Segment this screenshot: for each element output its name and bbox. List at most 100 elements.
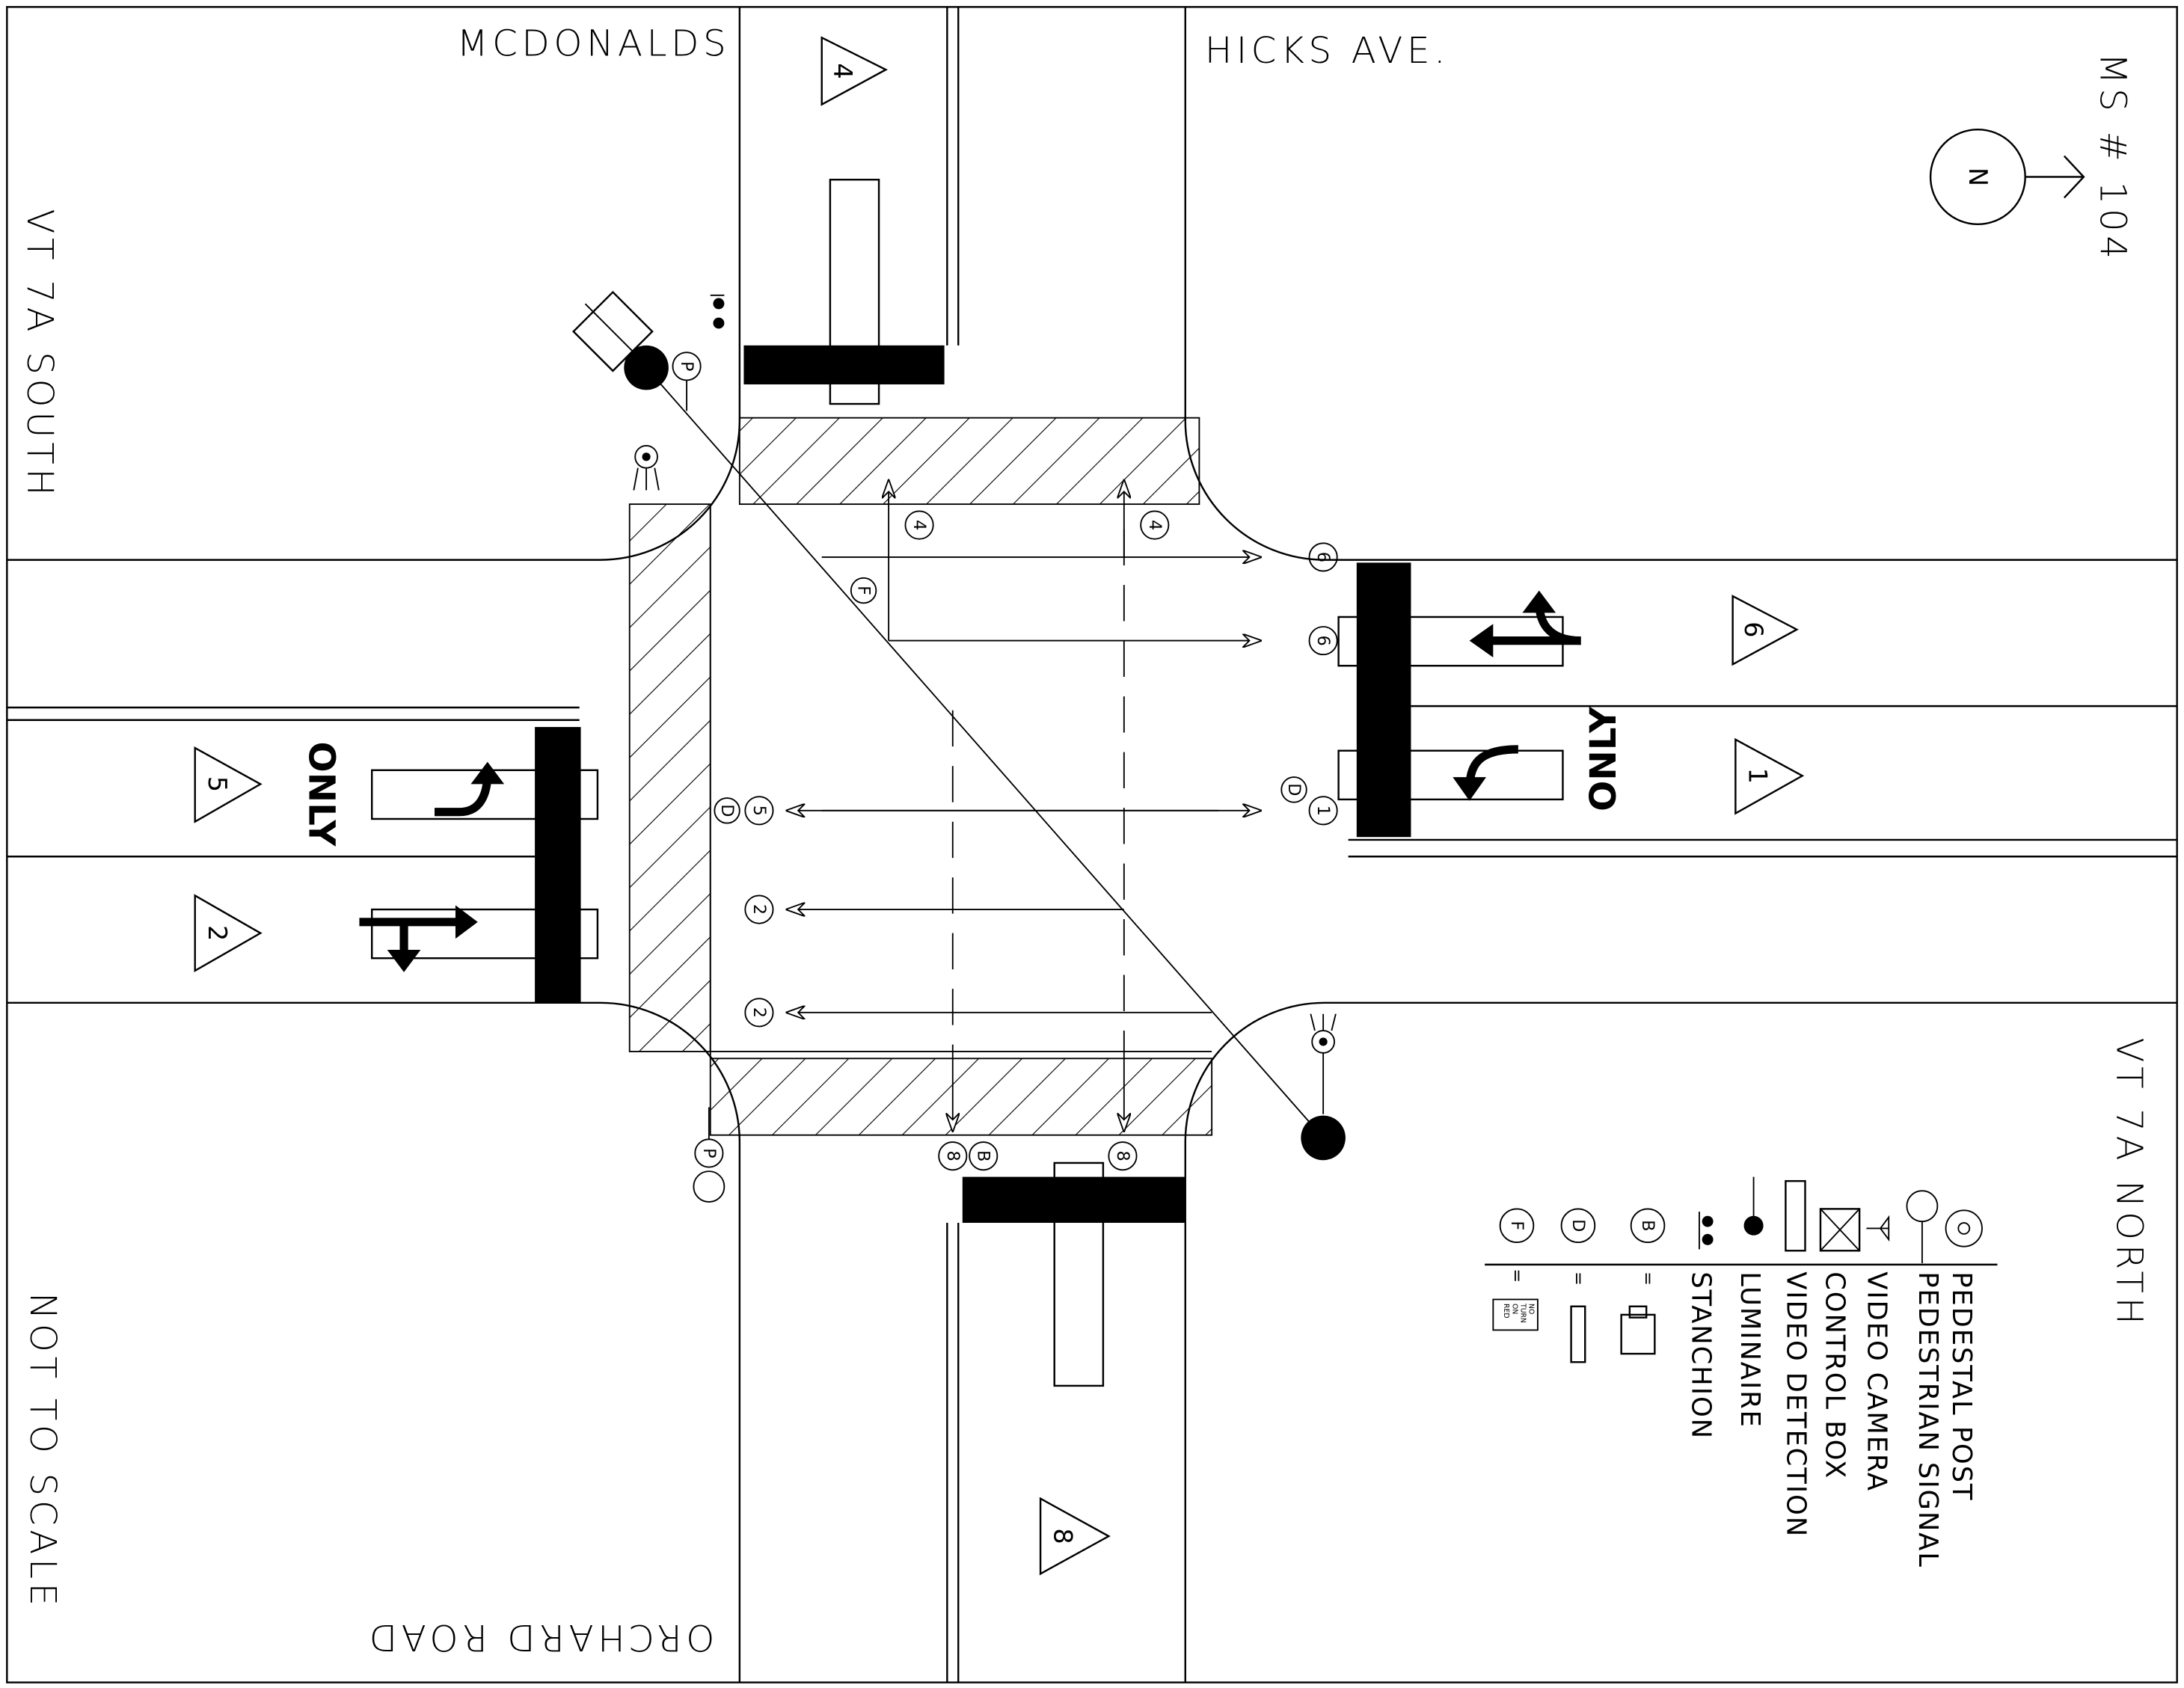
svg-text:F: F — [854, 586, 874, 595]
north-arrow-icon: N — [1929, 128, 2085, 226]
street-label-orchard-road: ORCHARD ROAD — [365, 1616, 714, 1658]
street-label-mcdonalds: MCDONALDS — [457, 22, 731, 64]
legend-key-b: B= — [1620, 1208, 1666, 1355]
curb-nw — [7, 7, 741, 561]
svg-text:4: 4 — [828, 63, 857, 79]
signal-head: 2 — [744, 894, 774, 924]
svg-text:D: D — [717, 804, 737, 817]
crosswalk-west — [628, 503, 711, 1052]
svg-text:TURN: TURN — [1519, 1303, 1527, 1323]
svg-text:ON: ON — [1510, 1304, 1518, 1314]
legend-key-d: D= — [1560, 1208, 1596, 1363]
signal-head: 4 — [1140, 510, 1170, 540]
legend-item: VIDEO CAMERA — [1861, 1271, 1892, 1492]
street-label-vt7a-south: VT 7A SOUTH — [19, 209, 61, 500]
signal-pole-se — [1301, 1115, 1346, 1161]
signal-head: 1 — [1308, 796, 1338, 826]
svg-text:1: 1 — [1313, 805, 1333, 816]
svg-text:N: N — [1963, 168, 1993, 186]
svg-text:=: = — [1568, 1271, 1588, 1286]
svg-text:NO: NO — [1527, 1304, 1536, 1314]
lane-arrow-heads — [387, 590, 1556, 972]
legend-item: STANCHION — [1686, 1271, 1717, 1440]
svg-text:5: 5 — [749, 805, 769, 816]
street-label-vt7a-north: VT 7A NORTH — [2108, 1037, 2150, 1328]
curb-ne — [1184, 7, 2177, 561]
svg-text:PEDESTAL POST: PEDESTAL POST — [1946, 1271, 1977, 1501]
phase-triangle: 4 — [820, 36, 889, 106]
svg-text:6: 6 — [1739, 622, 1768, 637]
street-label-hicks-ave: HICKS AVE. — [1205, 30, 1450, 72]
phase-triangle: 8 — [1039, 1497, 1111, 1576]
signal-pole-nw — [624, 345, 669, 390]
stop-bar-west — [535, 727, 581, 1003]
svg-text:4: 4 — [1145, 520, 1165, 530]
phase-triangle: 5 — [194, 746, 263, 823]
not-to-scale-note: NOT TO SCALE — [22, 1292, 64, 1610]
crosswalk-north — [738, 417, 1200, 506]
svg-text:B: B — [974, 1150, 993, 1161]
phase-triangle: 2 — [194, 894, 263, 973]
signal-head: 6 — [1308, 542, 1338, 572]
svg-text:5: 5 — [203, 776, 232, 792]
svg-text:RED: RED — [1502, 1304, 1510, 1318]
svg-text:8: 8 — [1048, 1528, 1077, 1544]
signal-type: D — [1280, 776, 1307, 803]
crosswalk-south — [709, 1058, 1213, 1136]
svg-text:=: = — [1507, 1268, 1527, 1283]
signal-head: 8 — [1108, 1141, 1138, 1171]
pavement-marking-only-east: ONLY — [1583, 706, 1625, 811]
map-id: MS # 104 — [2091, 53, 2133, 263]
signal-head: 4 — [904, 510, 934, 540]
svg-text:D: D — [1568, 1219, 1588, 1232]
pedestal-post-icon: P — [693, 1107, 726, 1203]
legend-item: CONTROL BOX — [1819, 1271, 1850, 1479]
signal-lines — [787, 480, 1260, 1131]
span-wire — [645, 367, 1324, 1139]
legend-item: VIDEO DETECTION — [1780, 1271, 1811, 1538]
svg-text:VIDEO DETECTION: VIDEO DETECTION — [1780, 1271, 1811, 1538]
signal-type: B — [969, 1141, 999, 1171]
svg-text:6: 6 — [1313, 552, 1333, 562]
svg-text:D: D — [1284, 783, 1304, 796]
stop-bar-east — [1356, 562, 1411, 838]
curb-sw — [7, 1001, 741, 1683]
signal-head: 2 — [744, 998, 774, 1028]
svg-text:CONTROL BOX: CONTROL BOX — [1819, 1271, 1850, 1479]
svg-text:2: 2 — [203, 925, 232, 941]
legend: PEDESTAL POST PEDESTRIAN SIGNAL VIDEO CA… — [1485, 1176, 1998, 1568]
frame — [6, 6, 2178, 1684]
svg-text:8: 8 — [943, 1151, 963, 1161]
svg-text:PEDESTRIAN SIGNAL: PEDESTRIAN SIGNAL — [1912, 1271, 1943, 1568]
signal-head: 6 — [1308, 626, 1338, 656]
svg-text:2: 2 — [749, 904, 769, 915]
luminaire-icon — [633, 444, 660, 491]
svg-text:VIDEO CAMERA: VIDEO CAMERA — [1861, 1271, 1892, 1492]
luminaire-icon — [1310, 1013, 1337, 1114]
svg-text:P: P — [699, 1148, 719, 1158]
legend-item: PEDESTRIAN SIGNAL — [1912, 1271, 1943, 1568]
phase-triangle: 1 — [1734, 737, 1805, 815]
legend-key-f: F = NO TURN ON RED — [1492, 1208, 1539, 1331]
svg-text:P: P — [677, 361, 696, 371]
phase-triangle: 6 — [1731, 595, 1799, 666]
signal-type: D — [714, 797, 740, 824]
legend-item: LUMINAIRE — [1734, 1271, 1765, 1428]
svg-text:4: 4 — [910, 520, 929, 530]
stanchion-icon — [710, 294, 725, 329]
svg-text:2: 2 — [749, 1007, 769, 1018]
svg-text:F: F — [1507, 1221, 1527, 1230]
pedestrian-signal-icon: P — [672, 352, 702, 411]
signal-type: F — [850, 577, 877, 604]
legend-item: PEDESTAL POST — [1946, 1271, 1977, 1501]
no-turn-on-red-sign-icon: NO TURN ON RED — [1492, 1298, 1539, 1331]
stop-bar-north — [743, 345, 945, 384]
curb-se — [1184, 1001, 2177, 1683]
svg-text:1: 1 — [1743, 768, 1773, 784]
svg-text:8: 8 — [1113, 1151, 1132, 1161]
stop-bar-south — [962, 1176, 1185, 1224]
pavement-marking-only-west: ONLY — [300, 741, 342, 847]
signal-head: 5 — [744, 796, 774, 826]
svg-text:LUMINAIRE: LUMINAIRE — [1734, 1271, 1765, 1428]
